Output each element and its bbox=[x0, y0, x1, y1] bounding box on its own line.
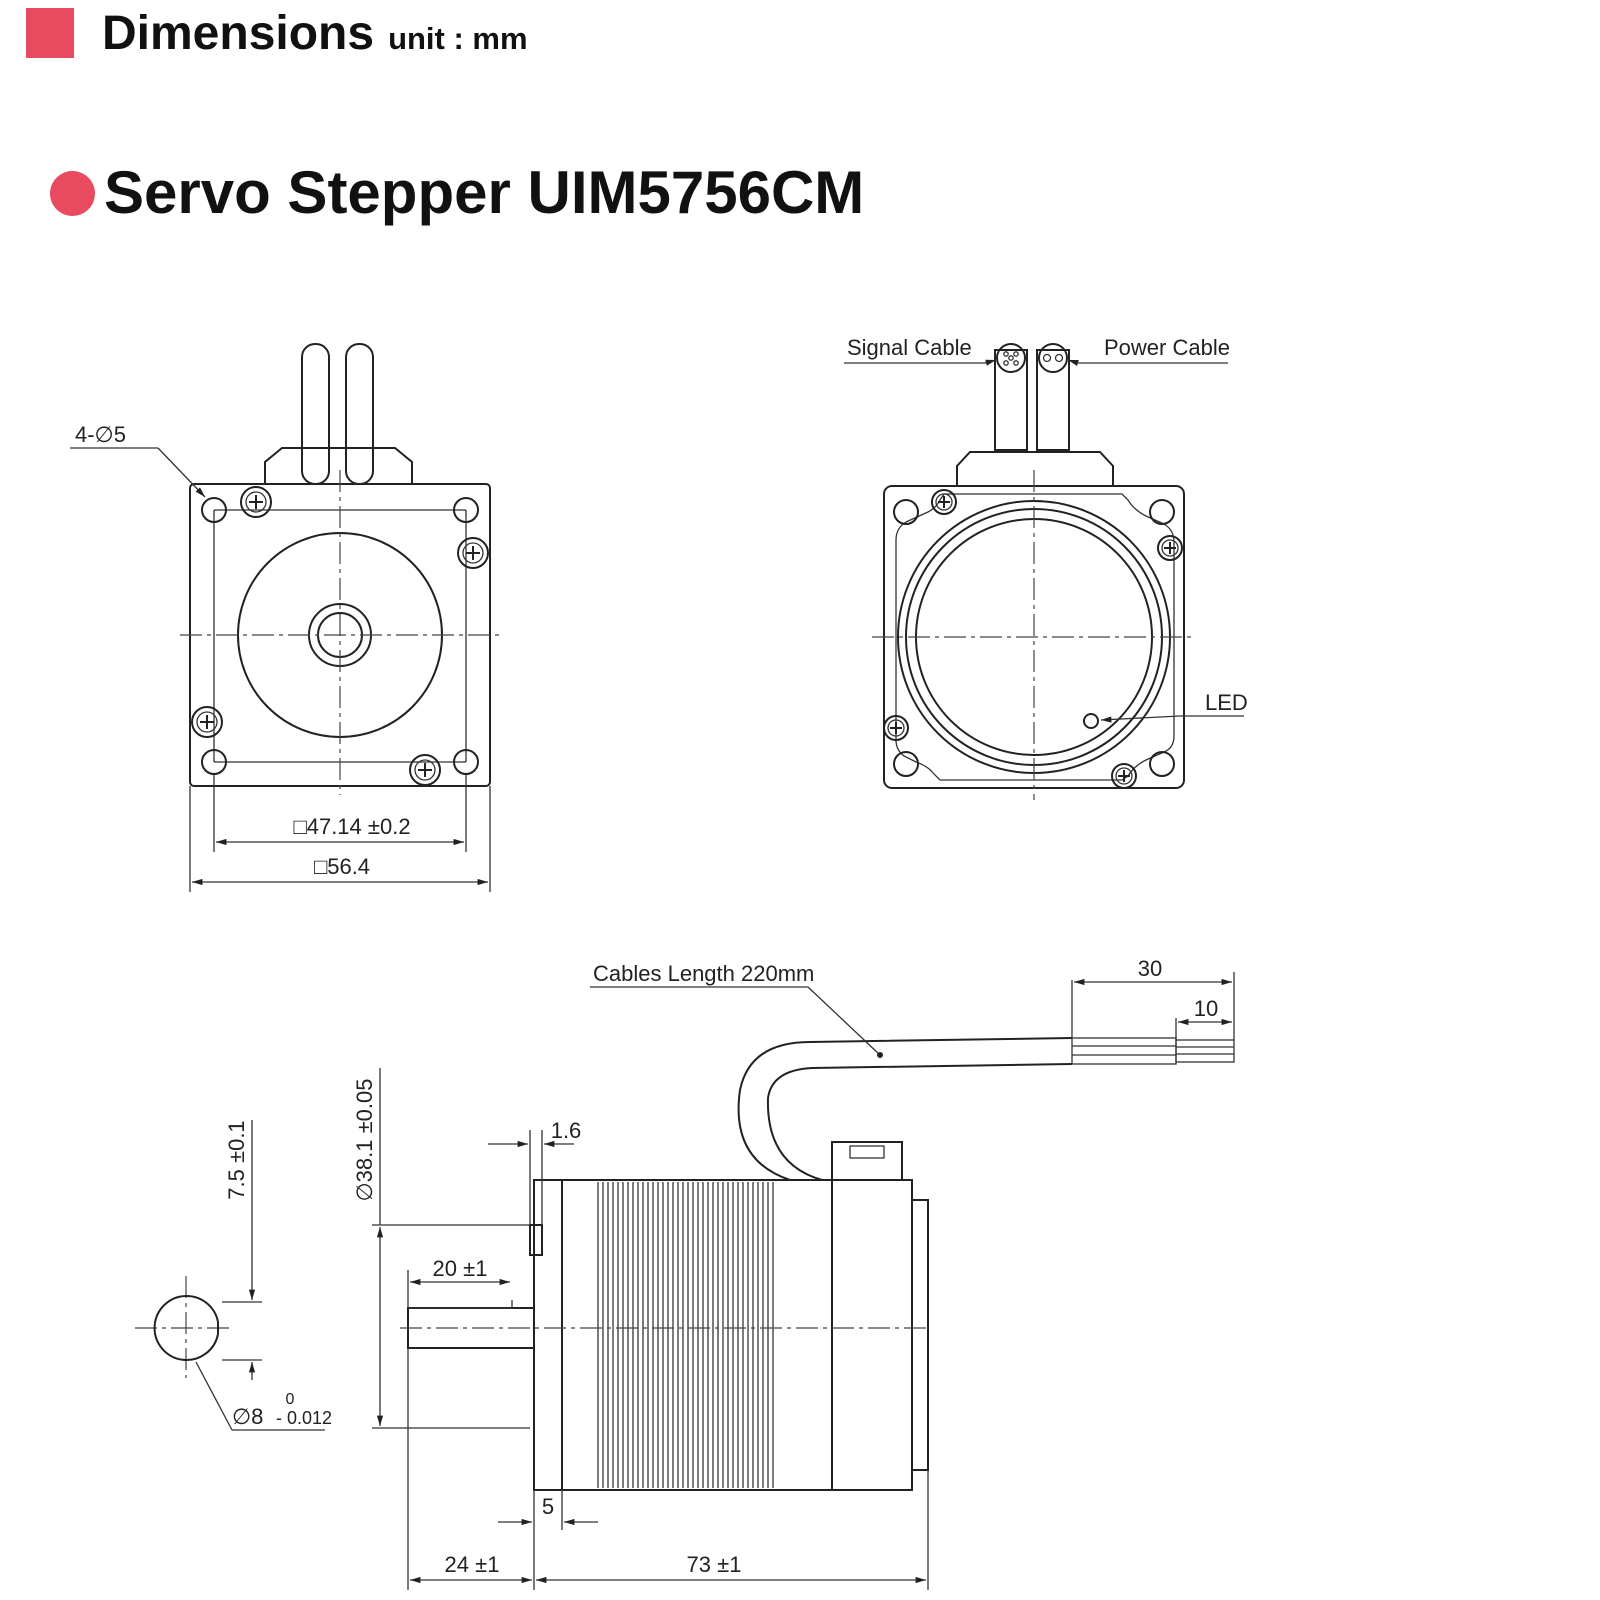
mount-hole bbox=[201, 749, 227, 775]
cable-end bbox=[1071, 1037, 1177, 1065]
screw-icon bbox=[457, 537, 489, 569]
bullet-dot bbox=[50, 171, 95, 216]
pilot-diameter-dim: ∅38.1 ±0.05 bbox=[352, 1079, 377, 1202]
screw-icon bbox=[409, 754, 441, 786]
mount-hole bbox=[1149, 499, 1175, 525]
screw-icon bbox=[240, 486, 272, 518]
led-label: LED bbox=[1205, 690, 1248, 715]
side-flange bbox=[533, 1179, 563, 1491]
mount-hole bbox=[201, 497, 227, 523]
side-view: Cables Length 220mm 30 10 1.6 ∅38.1 ±0.0… bbox=[352, 956, 1235, 1590]
body-length-dim: 73 ±1 bbox=[687, 1552, 742, 1577]
power-cable-end bbox=[1038, 343, 1068, 373]
side-connector bbox=[831, 1141, 903, 1181]
outer-square-dim: □56.4 bbox=[314, 854, 370, 879]
side-rear-cap bbox=[911, 1199, 929, 1471]
cooling-fins bbox=[597, 1182, 774, 1488]
mount-hole bbox=[1149, 751, 1175, 777]
tolerance-upper: 0 bbox=[286, 1391, 295, 1408]
screw-icon bbox=[883, 715, 909, 741]
power-cable bbox=[1036, 349, 1070, 451]
shaft-cross-section bbox=[153, 1294, 219, 1361]
unit-label: unit : mm bbox=[388, 21, 528, 56]
screw-icon bbox=[1111, 763, 1137, 789]
screw-icon bbox=[1157, 535, 1183, 561]
led-indicator bbox=[1083, 713, 1099, 729]
tolerance-lower: - 0.012 bbox=[276, 1408, 332, 1428]
flat-dim: 7.5 ±0.1 bbox=[224, 1120, 249, 1199]
signal-cable-label: Signal Cable bbox=[847, 335, 972, 360]
title-text: Dimensions bbox=[102, 7, 375, 60]
shaft-length-dim: 20 ±1 bbox=[433, 1256, 488, 1281]
signal-cable-end bbox=[996, 343, 1026, 373]
inner-square-dim: □47.14 ±0.2 bbox=[293, 814, 410, 839]
mount-hole bbox=[453, 497, 479, 523]
mount-hole bbox=[893, 499, 919, 525]
screw-icon bbox=[931, 489, 957, 515]
front-cable-right bbox=[345, 343, 374, 485]
product-title: Servo Stepper UIM5756CM bbox=[104, 159, 865, 226]
rear-view: LED Signal Cable Power Cable bbox=[844, 335, 1248, 800]
signal-cable bbox=[994, 349, 1028, 451]
shaft-diameter-dim: ∅8 bbox=[232, 1404, 263, 1429]
mount-hole bbox=[453, 749, 479, 775]
front-view: 4-∅5 □47.14 ±0.2 □56.4 bbox=[70, 343, 500, 892]
shaft-total-dim: 24 ±1 bbox=[445, 1552, 500, 1577]
page-title: Dimensions unit : mm bbox=[102, 6, 528, 61]
shaft-section: 7.5 ±0.1 ∅8 0 - 0.012 bbox=[135, 1120, 332, 1431]
rear-connector bbox=[956, 451, 1114, 486]
dim-30: 30 bbox=[1138, 956, 1162, 981]
dim-10: 10 bbox=[1194, 996, 1218, 1021]
mount-hole bbox=[893, 751, 919, 777]
hole-label: 4-∅5 bbox=[75, 422, 126, 447]
header-marker bbox=[26, 8, 74, 58]
power-cable-label: Power Cable bbox=[1104, 335, 1230, 360]
front-connector bbox=[264, 447, 413, 484]
cable-bundle bbox=[737, 1037, 1073, 1181]
screw-icon bbox=[191, 706, 223, 738]
cable-length-label: Cables Length 220mm bbox=[593, 961, 814, 986]
front-cable-left bbox=[301, 343, 330, 485]
side-body bbox=[561, 1179, 913, 1491]
dim-1-6: 1.6 bbox=[551, 1118, 582, 1143]
dim-5: 5 bbox=[542, 1494, 554, 1519]
